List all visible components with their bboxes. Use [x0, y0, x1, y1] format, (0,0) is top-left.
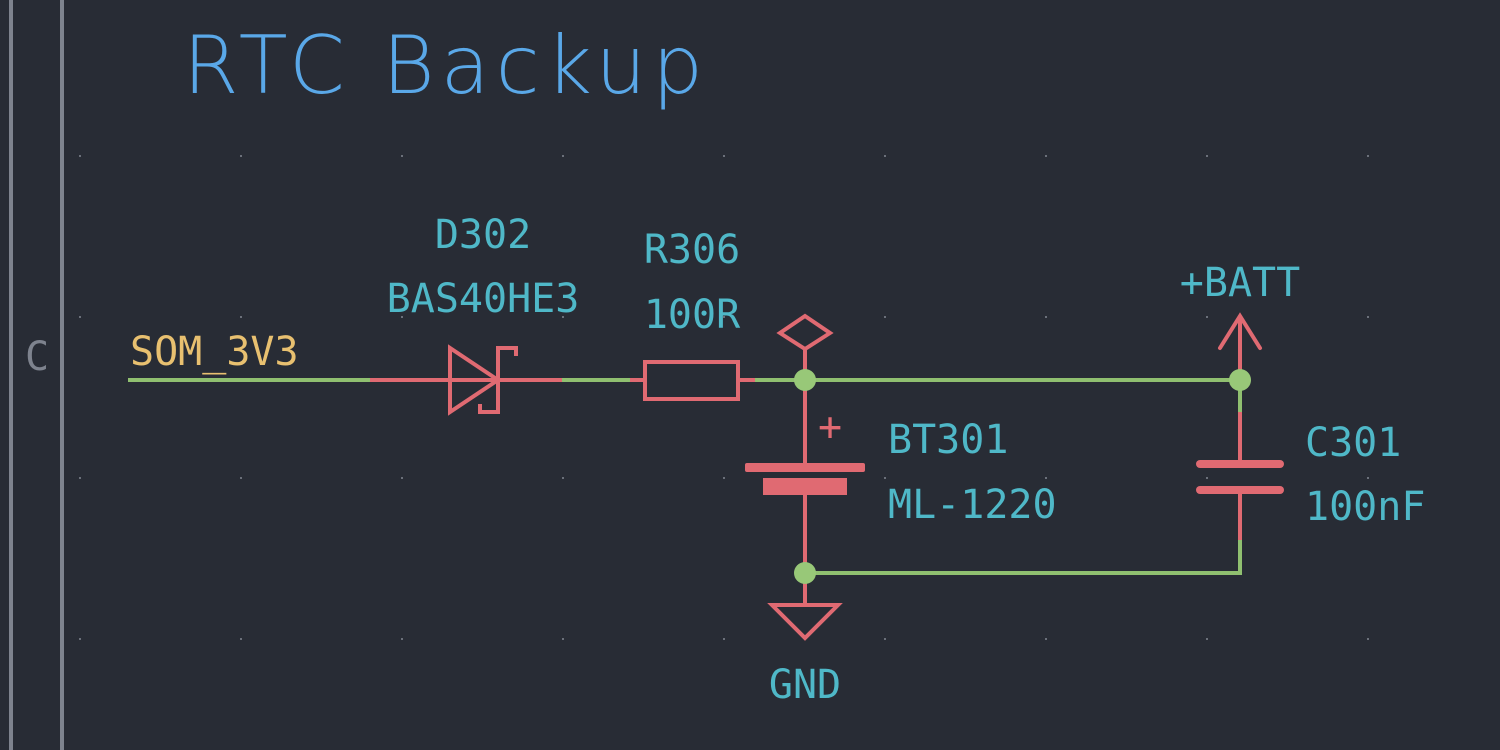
grid-dot	[1045, 638, 1047, 640]
grid-dot	[401, 638, 403, 640]
junction-dot	[794, 369, 816, 391]
grid-dot	[723, 477, 725, 479]
grid-dot	[1045, 477, 1047, 479]
grid-dot	[79, 638, 81, 640]
grid-dot	[723, 638, 725, 640]
grid-dot	[1045, 316, 1047, 318]
grid-dot	[79, 316, 81, 318]
grid-dot	[1367, 316, 1369, 318]
resistor-reference: R306	[644, 227, 740, 273]
grid-dot	[884, 638, 886, 640]
batt-power-label: +BATT	[1180, 260, 1300, 306]
grid-dot	[1206, 477, 1208, 479]
diode-reference: D302	[435, 212, 531, 258]
resistor-symbol[interactable]	[630, 360, 755, 401]
grid-dot	[562, 477, 564, 479]
grid-dot	[240, 316, 242, 318]
grid-dot	[240, 477, 242, 479]
grid-dot	[1206, 316, 1208, 318]
grid-dot	[1045, 155, 1047, 157]
grid-dot	[401, 155, 403, 157]
junction-dot	[794, 562, 816, 584]
sheet-title: RTC Backup	[183, 19, 709, 112]
gnd-symbol[interactable]	[767, 603, 843, 641]
wires	[128, 378, 1242, 575]
junctions	[794, 369, 1251, 584]
grid-dot	[401, 316, 403, 318]
diode-symbol[interactable]	[370, 344, 562, 416]
battery-symbol[interactable]	[745, 380, 865, 605]
grid-dot	[240, 638, 242, 640]
grid-dots	[79, 155, 1369, 640]
grid-dot	[79, 477, 81, 479]
grid-dot	[240, 155, 242, 157]
diode-value: BAS40HE3	[387, 276, 580, 322]
grid-dot	[1367, 155, 1369, 157]
capacitor-reference: C301	[1305, 420, 1401, 466]
gnd-label: GND	[769, 662, 841, 708]
grid-dot	[562, 638, 564, 640]
grid-dot	[79, 155, 81, 157]
grid-dot	[723, 155, 725, 157]
grid-dot	[884, 477, 886, 479]
grid-dot	[1206, 155, 1208, 157]
net-label-som3v3[interactable]: SOM_3V3	[130, 329, 299, 375]
battery-polarity: +	[818, 404, 842, 450]
grid-dot	[884, 155, 886, 157]
grid-dot	[884, 316, 886, 318]
grid-dot	[401, 477, 403, 479]
grid-dot	[562, 316, 564, 318]
grid-dot	[1206, 638, 1208, 640]
capacitor-value: 100nF	[1305, 484, 1425, 530]
battery-reference: BT301	[888, 417, 1008, 463]
battery-value: ML-1220	[888, 482, 1057, 528]
grid-dot	[1367, 638, 1369, 640]
resistor-value: 100R	[644, 292, 741, 338]
border-row-label: C	[25, 334, 49, 380]
junction-dot	[1229, 369, 1251, 391]
grid-dot	[723, 316, 725, 318]
capacitor-symbol[interactable]	[1196, 412, 1284, 540]
grid-dot	[562, 155, 564, 157]
grid-dot	[1367, 477, 1369, 479]
